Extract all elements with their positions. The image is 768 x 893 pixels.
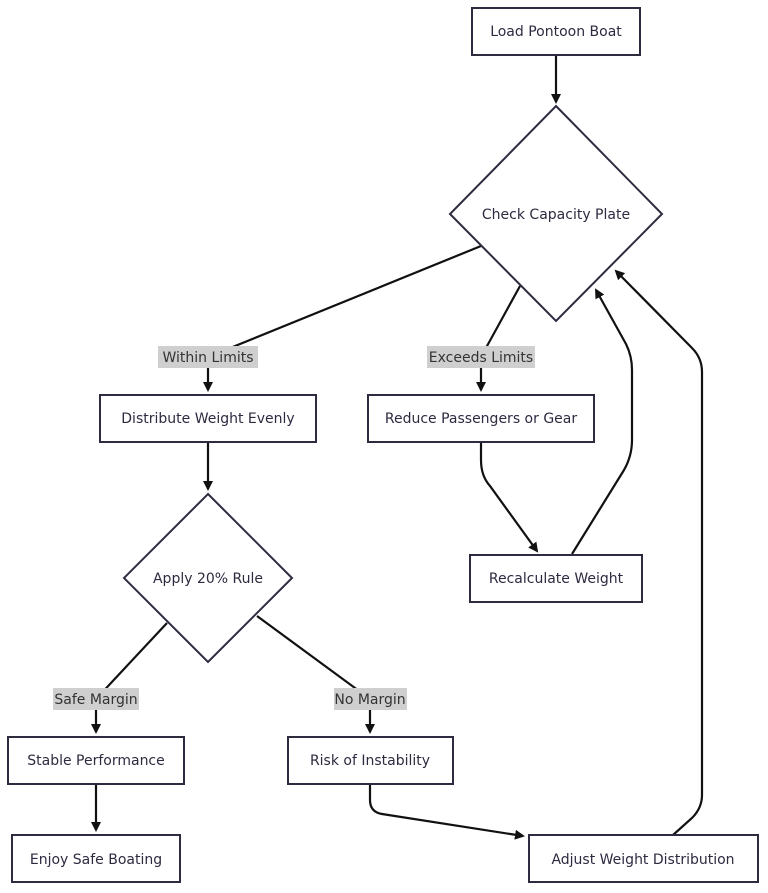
node-recalculate-weight: Recalculate Weight xyxy=(469,554,643,603)
node-risk-of-instability-label: Risk of Instability xyxy=(310,753,430,769)
node-apply-20-rule: Apply 20% Rule xyxy=(122,492,294,664)
edge-risk-to-adjust xyxy=(368,785,525,840)
node-enjoy-safe-boating-label: Enjoy Safe Boating xyxy=(30,852,162,868)
node-distribute-weight-evenly: Distribute Weight Evenly xyxy=(99,394,317,443)
edge-apply-to-stable xyxy=(91,622,168,734)
node-distribute-weight-evenly-label: Distribute Weight Evenly xyxy=(121,411,294,427)
edge-apply-to-risk xyxy=(256,615,375,734)
edge-label-within-limits: Within Limits xyxy=(158,346,258,368)
edge-reduce-to-recalc xyxy=(479,442,539,553)
node-reduce-passengers-or-gear: Reduce Passengers or Gear xyxy=(367,394,595,443)
node-enjoy-safe-boating: Enjoy Safe Boating xyxy=(11,834,181,883)
node-check-capacity-plate: Check Capacity Plate xyxy=(448,104,664,323)
node-load-pontoon-boat: Load Pontoon Boat xyxy=(471,7,641,56)
edge-label-within-limits-text: Within Limits xyxy=(163,350,254,366)
edge-check-to-reduce xyxy=(476,285,521,392)
edge-label-safe-margin-text: Safe Margin xyxy=(54,692,137,708)
node-adjust-weight-distribution: Adjust Weight Distribution xyxy=(528,834,759,883)
edge-recalc-to-check xyxy=(571,288,634,555)
node-check-capacity-plate-label: Check Capacity Plate xyxy=(482,207,630,223)
edge-label-exceeds-limits-text: Exceeds Limits xyxy=(429,350,533,366)
node-load-pontoon-boat-label: Load Pontoon Boat xyxy=(490,24,622,40)
edge-check-to-distribute xyxy=(203,244,482,392)
edge-label-exceeds-limits: Exceeds Limits xyxy=(427,346,535,368)
node-adjust-weight-distribution-label: Adjust Weight Distribution xyxy=(551,852,734,868)
node-reduce-passengers-or-gear-label: Reduce Passengers or Gear xyxy=(385,411,578,427)
node-risk-of-instability: Risk of Instability xyxy=(287,736,454,785)
node-stable-performance: Stable Performance xyxy=(7,736,185,785)
edge-label-no-margin-text: No Margin xyxy=(334,692,405,708)
edge-label-no-margin: No Margin xyxy=(334,688,407,710)
node-apply-20-rule-label: Apply 20% Rule xyxy=(153,571,263,587)
edge-adjust-to-check xyxy=(614,269,704,836)
edge-label-safe-margin: Safe Margin xyxy=(53,688,139,710)
node-stable-performance-label: Stable Performance xyxy=(27,753,165,769)
node-recalculate-weight-label: Recalculate Weight xyxy=(489,571,624,587)
